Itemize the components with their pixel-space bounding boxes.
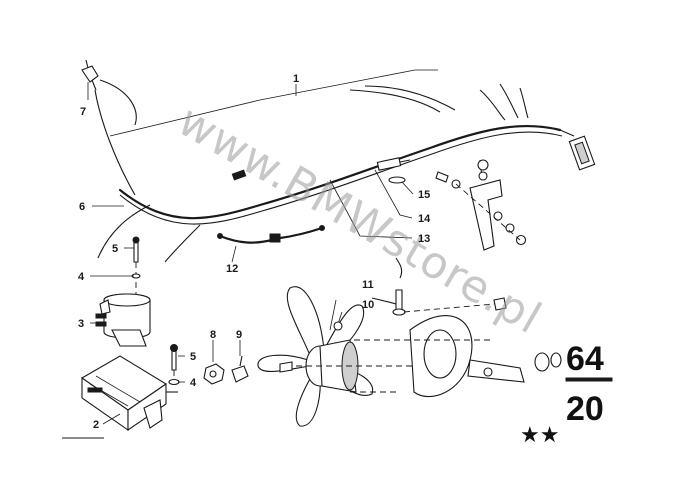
callout-12: 12	[226, 263, 238, 275]
callout-14: 14	[418, 213, 431, 225]
callout-3: 3	[78, 318, 84, 330]
group-sub-number: 20	[566, 390, 604, 428]
callout-5a: 5	[112, 243, 118, 255]
harness-connector	[559, 129, 596, 171]
callout-6: 6	[79, 201, 85, 213]
relay-assembly	[95, 236, 151, 347]
control-unit	[80, 344, 180, 432]
mounting-bracket	[435, 159, 527, 251]
terminal-clip	[81, 59, 99, 100]
callout-13: 13	[418, 233, 430, 245]
callout-10: 10	[362, 299, 374, 311]
callout-5b: 5	[190, 351, 196, 363]
fan-cable	[217, 225, 325, 263]
callout-9: 9	[236, 329, 242, 341]
callout-4b: 4	[190, 377, 197, 389]
group-main-number: 64	[566, 340, 604, 378]
callout-4a: 4	[78, 271, 85, 283]
inline-fuse	[329, 157, 413, 239]
fan-assembly	[257, 257, 562, 427]
group-number: 64 20	[565, 340, 613, 428]
nut-and-clip	[203, 340, 249, 385]
callout-2: 2	[93, 419, 99, 431]
callout-1: 1	[293, 73, 299, 85]
callout-15: 15	[418, 189, 430, 201]
callout-11: 11	[362, 279, 374, 291]
callout-8: 8	[210, 329, 216, 341]
rating-stars: ★★	[520, 423, 559, 448]
wiring-harness	[94, 69, 563, 263]
callout-7: 7	[80, 106, 86, 118]
